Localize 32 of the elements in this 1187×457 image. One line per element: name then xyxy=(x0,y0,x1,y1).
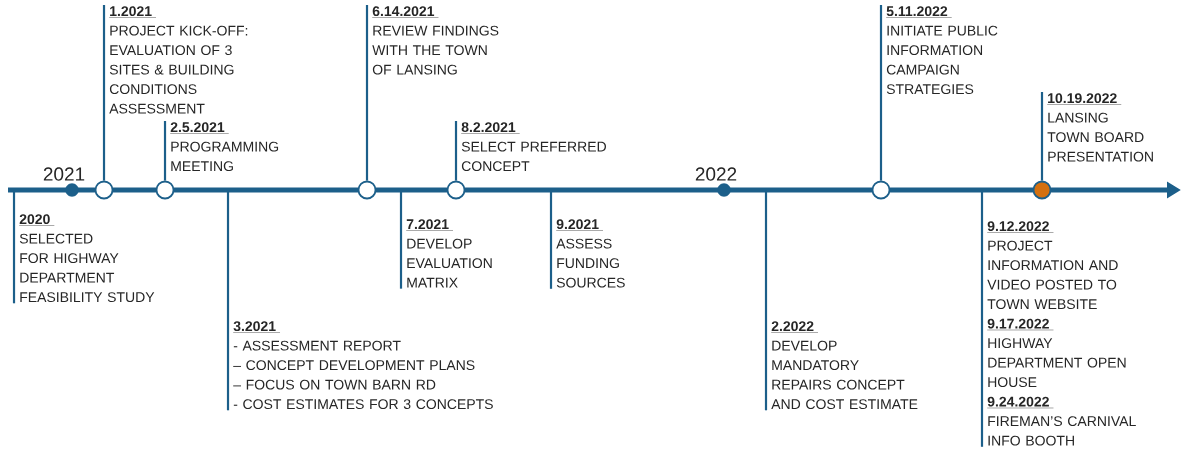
event-text: 9.2021 ASSESS FUNDING SOURCES xyxy=(556,219,625,288)
event-text: 2.5.2021 PROGRAMMING MEETING xyxy=(170,122,279,172)
timeline-stem xyxy=(365,5,369,181)
timeline-stem xyxy=(980,192,984,447)
milestone-circle xyxy=(446,180,466,200)
timeline-stem xyxy=(764,192,768,411)
timeline-stem xyxy=(12,192,16,304)
year-label: 2022 xyxy=(695,167,737,181)
year-label: 2021 xyxy=(43,167,85,181)
milestone-circle xyxy=(155,180,175,200)
event-text: 6.14.2021 REVIEW FINDINGS WITH THE TOWN OF LANSING xyxy=(372,6,499,75)
event-text: 8.2.2021 SELECT PREFERRED CONCEPT xyxy=(461,122,606,172)
event-text: 9.12.2022 PROJECT INFORMATION AND VIDEO POSTED TO TOWN WEBSITE 9.17.2022 HIGHWAY DEPARTMENT OPEN HOUSE 9.24.2022 FIREMAN’S CARNIVAL INFO BOOTH xyxy=(987,221,1136,446)
timeline-stem xyxy=(102,5,106,181)
timeline-stem xyxy=(549,192,553,289)
timeline-stem xyxy=(1040,92,1044,181)
timeline-stem xyxy=(399,192,403,289)
event-text: 2020 SELECTED FOR HIGHWAY DEPARTMENT FEASIBILITY STUDY xyxy=(19,214,155,303)
timeline-stem xyxy=(454,121,458,181)
milestone-circle xyxy=(871,180,891,200)
event-text: 5.11.2022 INITIATE PUBLIC INFORMATION CAMPAIGN STRATEGIES xyxy=(886,6,998,95)
timeline-stem xyxy=(879,5,883,181)
milestone-circle xyxy=(357,180,377,200)
milestone-circle xyxy=(94,180,114,200)
timeline-stem xyxy=(163,121,167,181)
timeline-stem xyxy=(226,192,230,411)
event-text: 2.2022 DEVELOP MANDATORY REPAIRS CONCEPT AND COST ESTIMATE xyxy=(771,321,918,410)
event-text: 10.19.2022 LANSING TOWN BOARD PRESENTATION xyxy=(1047,93,1153,162)
event-text: 3.2021 - ASSESSMENT REPORT – CONCEPT DEVELOPMENT PLANS – FOCUS ON TOWN BARN RD - COST ESTIMATES FOR 3 CONCEPTS xyxy=(233,321,493,410)
event-text: 1.2021 PROJECT KICK-OFF: EVALUATION OF 3 SITES & BUILDING CONDITIONS ASSESSMENT xyxy=(109,6,248,114)
event-text: 7.2021 DEVELOP EVALUATION MATRIX xyxy=(406,219,492,288)
milestone-circle xyxy=(1032,180,1052,200)
